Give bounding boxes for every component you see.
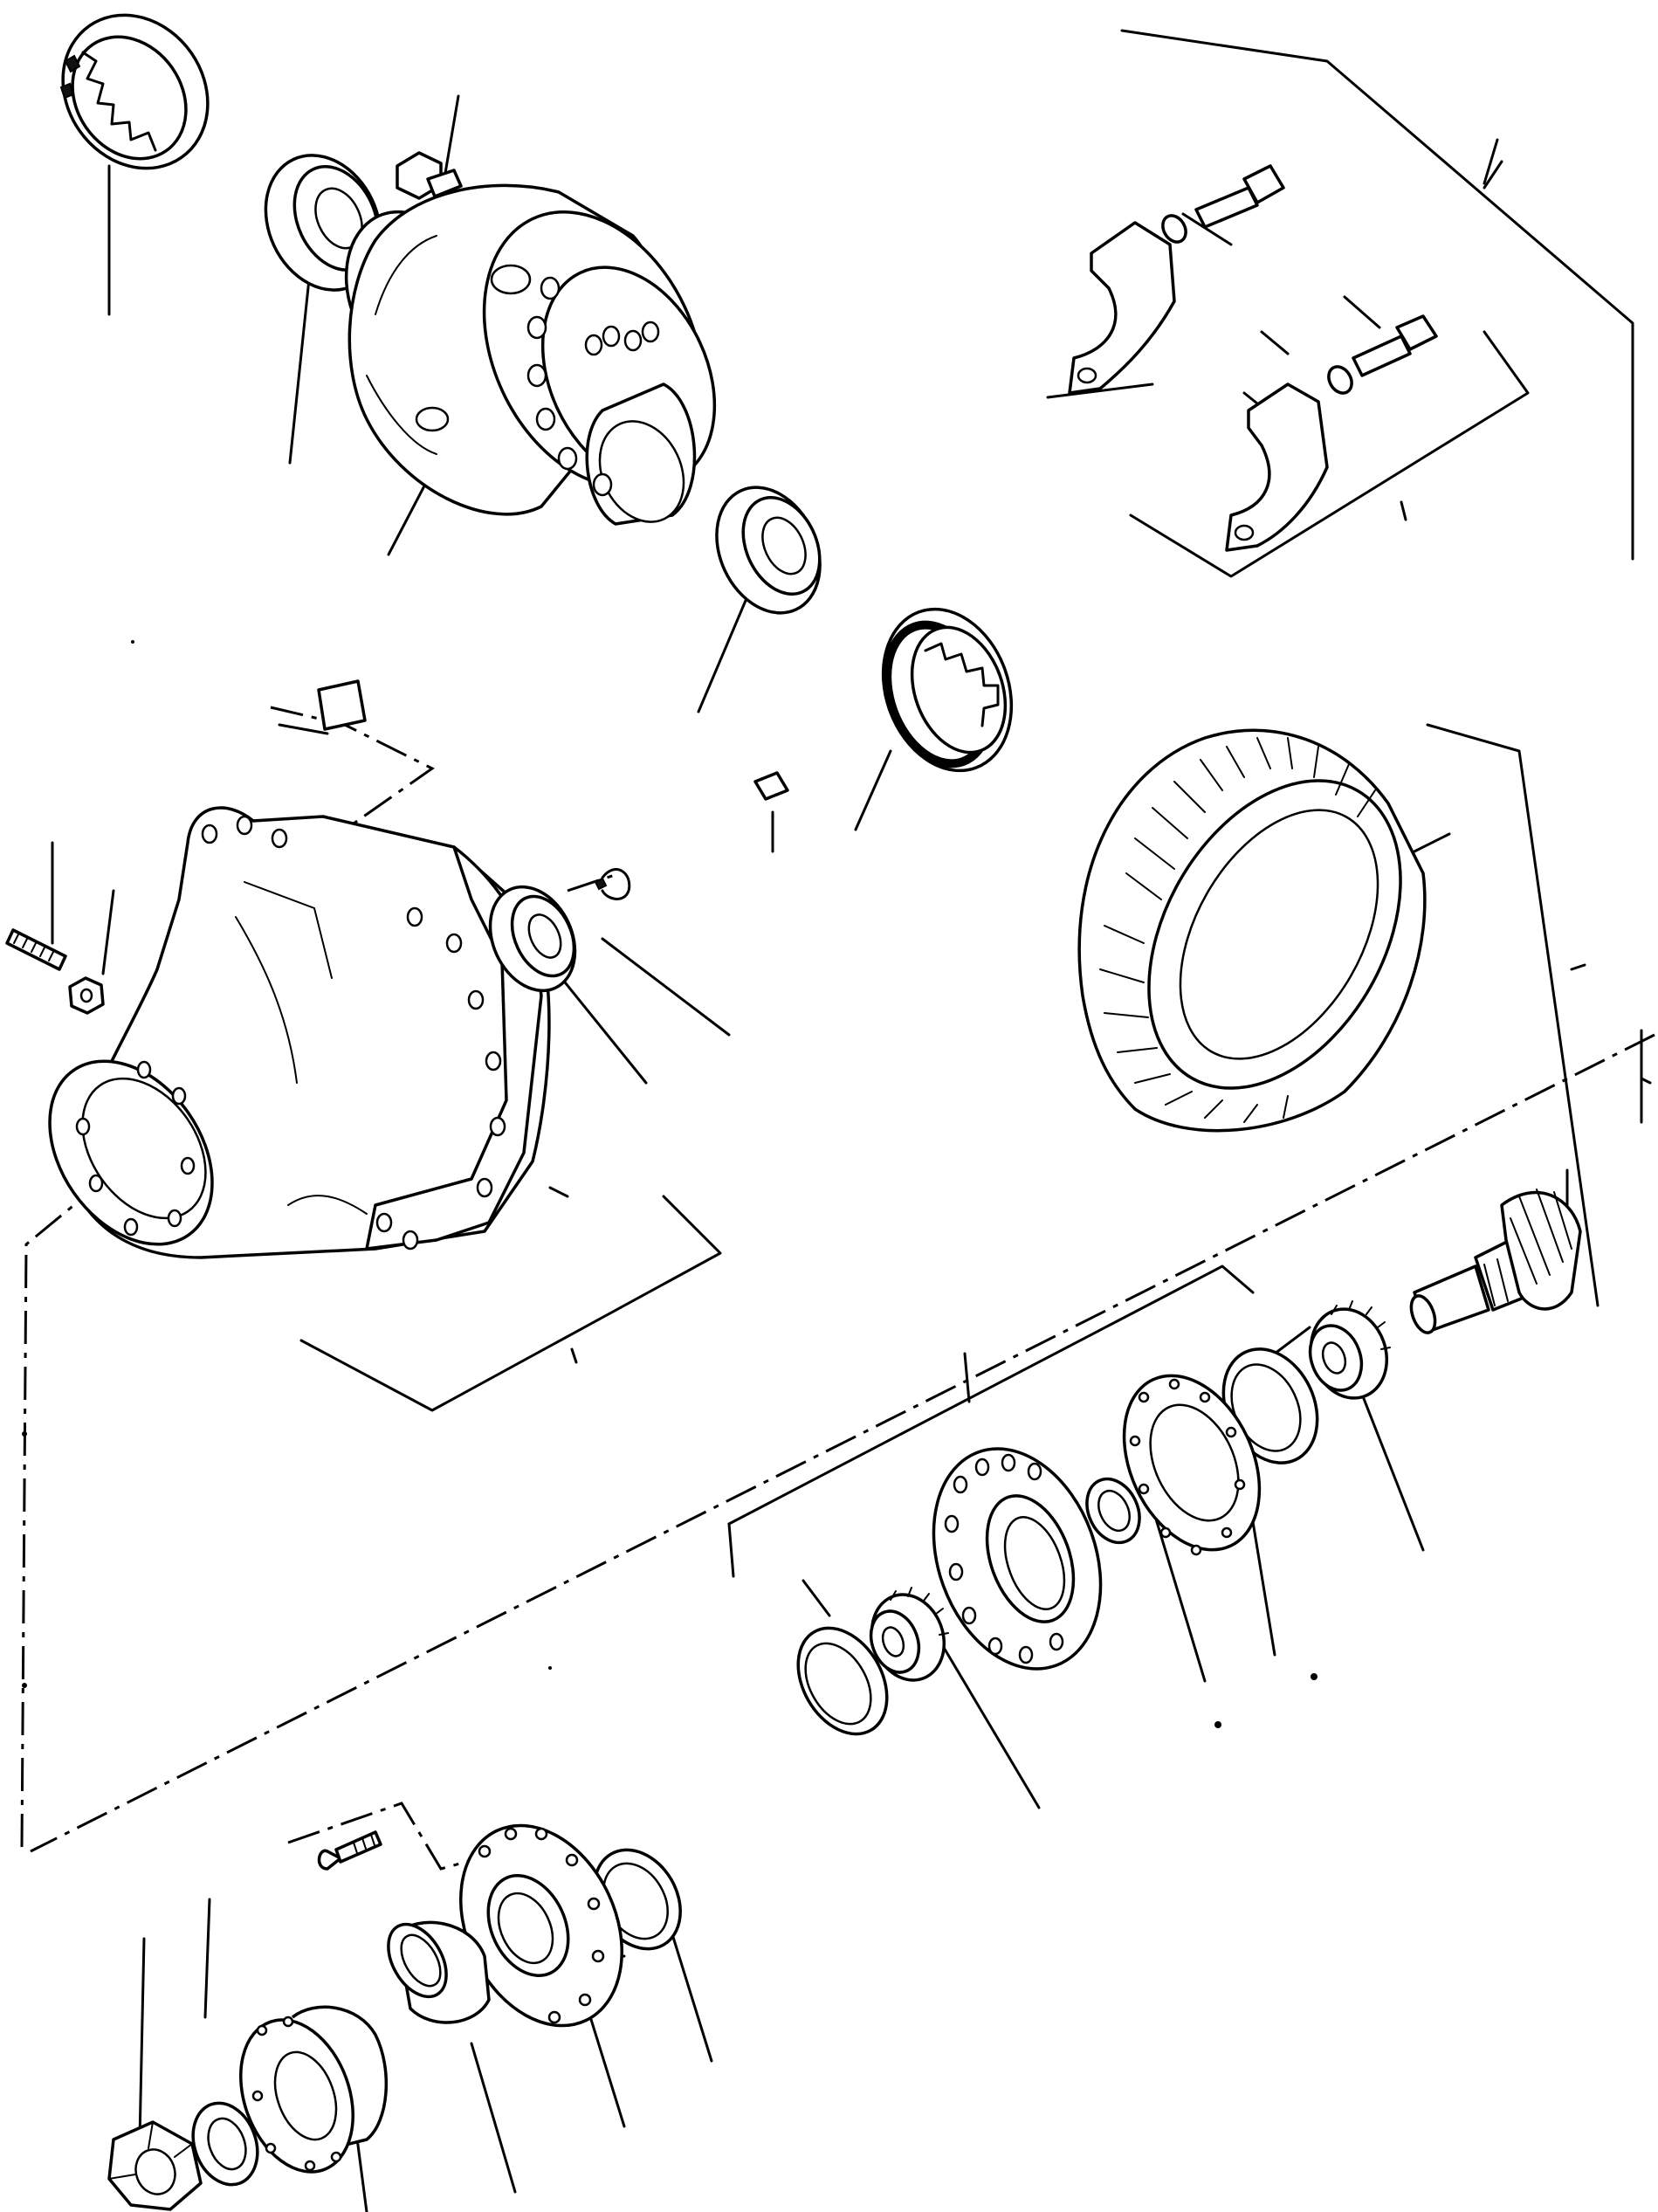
tapered-roller-bearing-right xyxy=(715,486,822,615)
group-brackets xyxy=(299,29,1652,1578)
housing-bolt-holes xyxy=(526,276,660,497)
assembly-centerlines xyxy=(20,706,1655,1871)
bearing-cap-upper xyxy=(1068,221,1176,395)
bearing-cup-right xyxy=(1221,1347,1319,1464)
cap-bolt-lower xyxy=(1352,314,1438,377)
slotted-adjusting-ring-right xyxy=(881,607,1014,773)
yoke-flange xyxy=(239,2005,389,2174)
shim-washer xyxy=(1085,1477,1141,1545)
pinion-gear-left xyxy=(869,1587,949,1682)
ring-gear-teeth xyxy=(1099,737,1376,1123)
pinion-shaft xyxy=(1409,1189,1582,1334)
washer-bottom xyxy=(191,2101,259,2187)
nut-small xyxy=(68,976,105,1015)
axle-carrier xyxy=(48,806,551,1259)
yoke-flange-holes xyxy=(251,2016,342,2172)
retainer-flange xyxy=(459,1823,623,2028)
cap-bolt-upper xyxy=(1194,164,1285,229)
shim-plate-holes xyxy=(1129,1378,1246,1556)
pinion-gear-right xyxy=(1308,1300,1391,1400)
ball-bearing xyxy=(488,885,577,993)
bearing-cup-left xyxy=(796,1626,889,1736)
hex-nut xyxy=(107,2120,203,2211)
washer-lower xyxy=(1327,365,1353,395)
specks xyxy=(22,640,1317,1728)
ring-gear xyxy=(1077,728,1427,1133)
washer-upper xyxy=(1161,214,1187,244)
stud xyxy=(5,928,67,971)
snap-ring xyxy=(594,868,631,900)
spacer-flange xyxy=(932,1447,1103,1671)
spacer-flange-holes xyxy=(944,1453,1064,1664)
roll-pin xyxy=(753,771,789,801)
shim-plate xyxy=(1122,1374,1262,1556)
screw xyxy=(317,1830,382,1871)
differential-housing xyxy=(344,183,717,526)
key-block xyxy=(317,679,367,731)
slotted-adjusting-ring-top xyxy=(59,13,210,170)
bearing-cap-lower xyxy=(1225,382,1329,552)
bearing-cone xyxy=(387,1920,491,2024)
retainer-flange-holes xyxy=(478,1827,605,2024)
bolt-top xyxy=(396,151,463,200)
carrier-bolt-holes xyxy=(75,815,506,1251)
